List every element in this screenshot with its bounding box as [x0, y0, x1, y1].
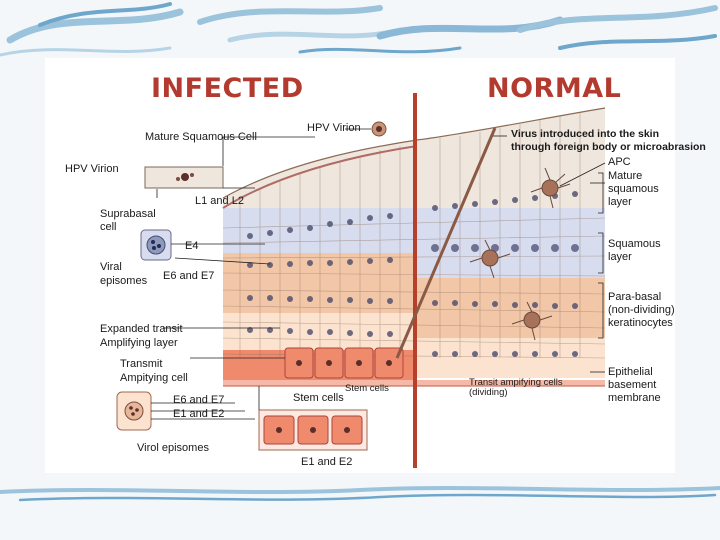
- transit-amplifying-label-line2: (dividing): [469, 388, 508, 398]
- virus-introduced-label-line1: Virus introduced into the skin: [511, 128, 659, 140]
- viral-episomes-label-line1: Viral: [100, 261, 122, 273]
- hpv-virion-top-label: HPV Virion: [307, 122, 361, 134]
- transit-amplifying-cell-inset: [117, 392, 151, 430]
- stem-cells-tissue-label: Stem cells: [345, 384, 389, 394]
- epithelial-label-line2: basement: [608, 379, 656, 391]
- viral-episomes-label-line2: episomes: [100, 275, 147, 287]
- hpv-virion-left-label: HPV Virion: [65, 163, 119, 175]
- e1-e2-bottom-label: E1 and E2: [301, 456, 352, 468]
- squamous-layer-label-line1: Squamous: [608, 238, 661, 250]
- mature-squamous-cell-label: Mature Squamous Cell: [145, 131, 257, 143]
- normal-heading: NORMAL: [487, 73, 621, 104]
- stem-cells-inset-label: Stem cells: [293, 392, 344, 404]
- transmit-label-line2: Ampitying cell: [120, 372, 188, 384]
- mature-squamous-layer-label-line2: squamous: [608, 183, 659, 195]
- hpv-virion-top-icon: [372, 122, 386, 136]
- infected-heading: INFECTED: [151, 73, 304, 104]
- diagram-drawing: [45, 58, 675, 473]
- mature-squamous-layer-label-line1: Mature: [608, 170, 642, 182]
- epithelial-label-line1: Epithelial: [608, 366, 653, 378]
- hpv-infection-diagram: INFECTED NORMAL Mature Squamous Cell HPV…: [45, 58, 675, 473]
- epithelial-label-line3: membrane: [608, 392, 661, 404]
- e1-e2-left-label: E1 and E2: [173, 408, 224, 420]
- e6-e7-upper-label: E6 and E7: [163, 270, 214, 282]
- apc-label: APC: [608, 156, 631, 168]
- l1-l2-label: L1 and L2: [195, 195, 244, 207]
- expanded-transit-label-line2: Amplifying layer: [100, 337, 178, 349]
- parabasal-label-line1: Para-basal: [608, 291, 661, 303]
- stem-cells-inset: [259, 410, 367, 450]
- suprabasal-label-line1: Suprabasal: [100, 208, 156, 220]
- e4-label: E4: [185, 240, 198, 252]
- suprabasal-cell-inset: [141, 230, 171, 260]
- parabasal-label-line3: keratinocytes: [608, 317, 673, 329]
- e6-e7-lower-label: E6 and E7: [173, 394, 224, 406]
- transmit-label-line1: Transmit: [120, 358, 162, 370]
- virus-introduced-label-line2: through foreign body or microabrasion: [511, 141, 706, 153]
- expanded-transit-label-line1: Expanded transit: [100, 323, 183, 335]
- virol-episomes-label: Virol episomes: [137, 442, 209, 454]
- normal-tissue-layers: [415, 98, 615, 378]
- suprabasal-label-line2: cell: [100, 221, 117, 233]
- mature-squamous-layer-label-line3: layer: [608, 196, 632, 208]
- parabasal-label-line2: (non-dividing): [608, 304, 675, 316]
- squamous-layer-label-line2: layer: [608, 251, 632, 263]
- mature-squamous-cell-inset: [145, 167, 223, 188]
